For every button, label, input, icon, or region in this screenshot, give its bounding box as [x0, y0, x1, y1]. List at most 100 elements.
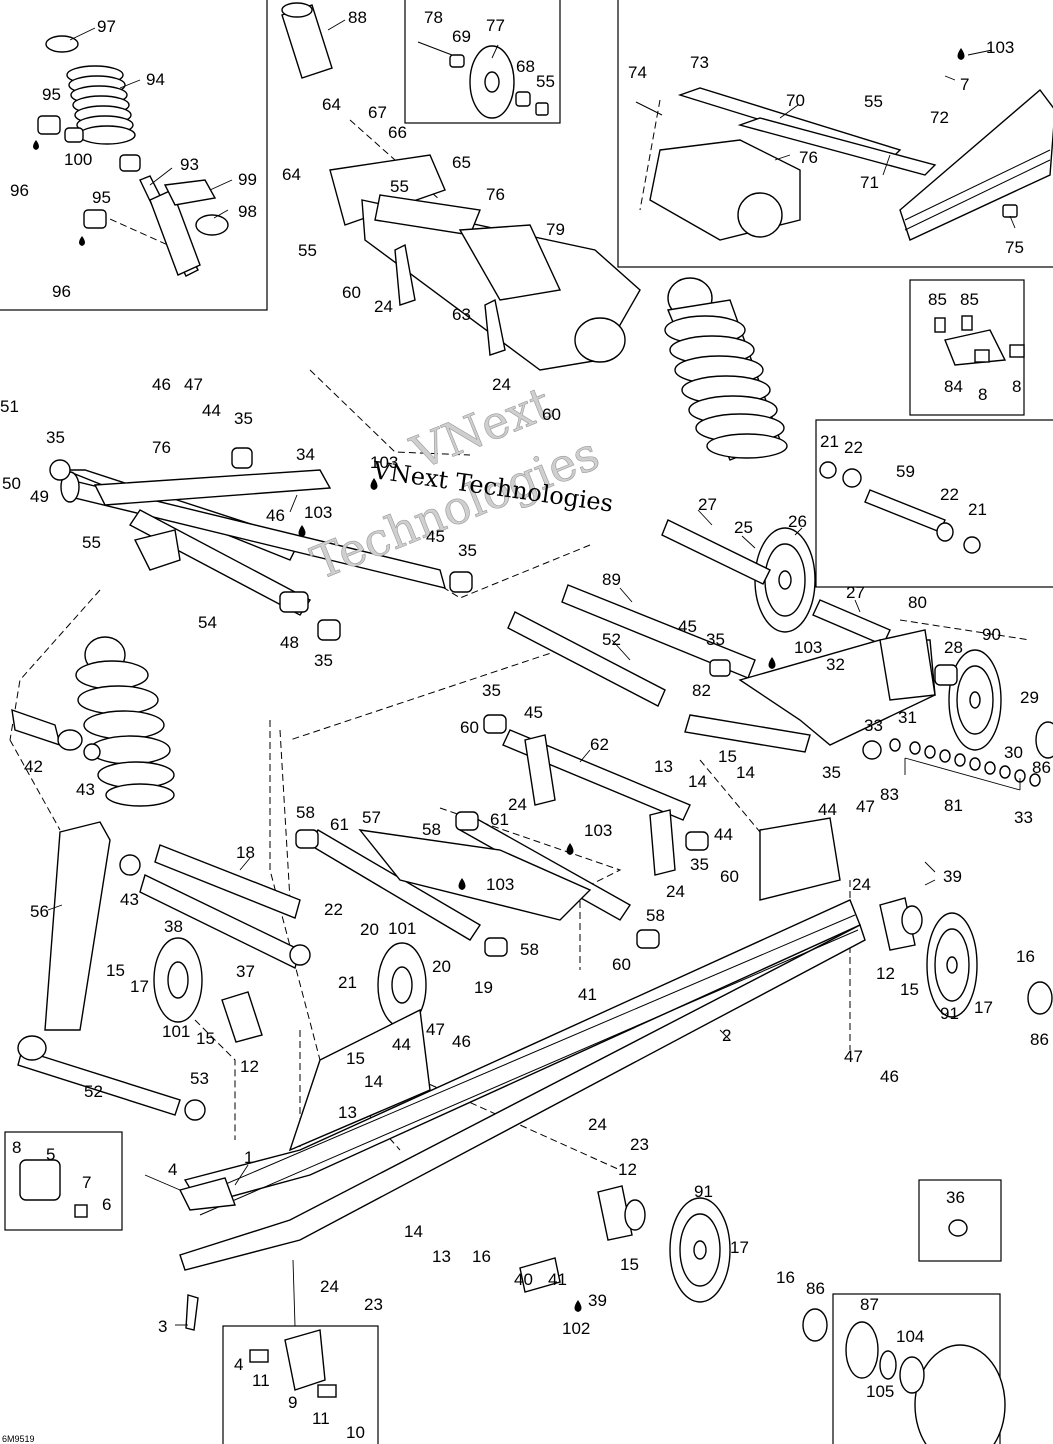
inset-axle-59 [815, 419, 1053, 588]
callout-label: 41 [548, 1270, 567, 1289]
callout-label: 16 [472, 1247, 491, 1266]
callout-label: 39 [943, 867, 962, 886]
callout-label: 12 [240, 1057, 259, 1076]
callout-label: 65 [452, 153, 471, 172]
spring-adjusters [221, 897, 923, 1241]
callout-label: 96 [10, 181, 29, 200]
callout-label: 86 [806, 1279, 825, 1298]
callout-label: 43 [76, 780, 95, 799]
washer-stack-81 [862, 721, 1053, 787]
callout-label: 35 [314, 651, 333, 670]
callout-label: 56 [30, 902, 49, 921]
callout-label: 13 [432, 1247, 451, 1266]
callout-label: 98 [238, 202, 257, 221]
callout-label: 103 [584, 821, 612, 840]
callout-label: 24 [588, 1115, 607, 1134]
callout-label: 24 [320, 1277, 339, 1296]
callout-label: 49 [30, 487, 49, 506]
callout-label: 76 [799, 148, 818, 167]
callout-label: 37 [236, 962, 255, 981]
center-arm-assembly [295, 657, 776, 957]
callout-label: 64 [282, 165, 301, 184]
callout-label: 87 [860, 1295, 879, 1314]
callout-label: 14 [404, 1222, 423, 1241]
wheel-90 [948, 649, 1002, 751]
callout-label: 103 [304, 503, 332, 522]
callout-label: 1 [244, 1148, 253, 1167]
callout-label: 60 [460, 718, 479, 737]
misc-small-parts [19, 981, 1053, 1398]
callout-label: 101 [162, 1022, 190, 1041]
callout-label: 93 [180, 155, 199, 174]
callout-label: 70 [786, 91, 805, 110]
bushing-42-washer-43 [11, 708, 101, 761]
callout-label: 71 [860, 173, 879, 192]
bearing-104 [899, 1356, 925, 1394]
callout-label: 34 [296, 445, 315, 464]
wheel-26 [754, 527, 816, 633]
callout-label: 95 [92, 188, 111, 207]
callout-label: 36 [946, 1188, 965, 1207]
callout-label: 52 [602, 630, 621, 649]
callout-label: 86 [1030, 1030, 1049, 1049]
callout-label: 55 [82, 533, 101, 552]
callout-label: 60 [612, 955, 631, 974]
callout-label: 29 [1020, 688, 1039, 707]
axle-59-parts [819, 461, 981, 554]
callout-label: 20 [432, 957, 451, 976]
callout-label: 46 [266, 506, 285, 525]
spacer-88 [281, 2, 333, 79]
callout-label: 91 [940, 1004, 959, 1023]
callout-label: 4 [168, 1160, 177, 1179]
callout-label: 35 [482, 681, 501, 700]
callout-label: 59 [896, 462, 915, 481]
callout-label: 8 [1012, 377, 1021, 396]
callout-label: 38 [164, 917, 183, 936]
callout-label: 60 [342, 283, 361, 302]
rear-shock-absorber [664, 277, 788, 461]
callout-label: 5 [46, 1145, 55, 1164]
callout-label: 80 [908, 593, 927, 612]
callout-label: 33 [864, 716, 883, 735]
callout-label: 13 [338, 1103, 357, 1122]
callout-label: 99 [238, 170, 257, 189]
callout-label: 41 [578, 985, 597, 1004]
cap-87 [845, 1321, 879, 1379]
callout-label: 6 [102, 1195, 111, 1214]
callout-label: 62 [590, 735, 609, 754]
wheel-91-bottom [669, 1197, 731, 1303]
callout-label: 66 [388, 123, 407, 142]
swing-arm-56 [17, 821, 206, 1121]
rear-cross-shafts [507, 519, 958, 707]
callout-label: 15 [346, 1049, 365, 1068]
callout-label: 35 [234, 409, 253, 428]
callout-label: 45 [426, 527, 445, 546]
callout-label: 46 [880, 1067, 899, 1086]
callout-label: 44 [714, 825, 733, 844]
callout-label: 47 [856, 797, 875, 816]
shafts-18-38-37 [119, 844, 311, 969]
callout-label: 82 [692, 681, 711, 700]
callout-label: 14 [364, 1072, 383, 1091]
callout-label: 51 [0, 397, 19, 416]
callout-label: 73 [690, 53, 709, 72]
callout-label: 12 [618, 1160, 637, 1179]
callout-label: 35 [690, 855, 709, 874]
callout-label: 55 [536, 72, 555, 91]
callout-label: 77 [486, 16, 505, 35]
callout-label: 44 [818, 800, 837, 819]
callout-label: 17 [730, 1238, 749, 1257]
callout-label: 7 [82, 1173, 91, 1192]
figure-id: 6M9519 [2, 1434, 35, 1444]
callout-label: 24 [492, 375, 511, 394]
callout-label: 103 [370, 453, 398, 472]
callout-label: 32 [826, 655, 845, 674]
front-arm-assembly [49, 447, 473, 641]
callout-label: 27 [698, 495, 717, 514]
callout-label: 89 [602, 570, 621, 589]
callout-label: 55 [390, 177, 409, 196]
callout-label: 78 [424, 8, 443, 27]
callout-label: 58 [520, 940, 539, 959]
